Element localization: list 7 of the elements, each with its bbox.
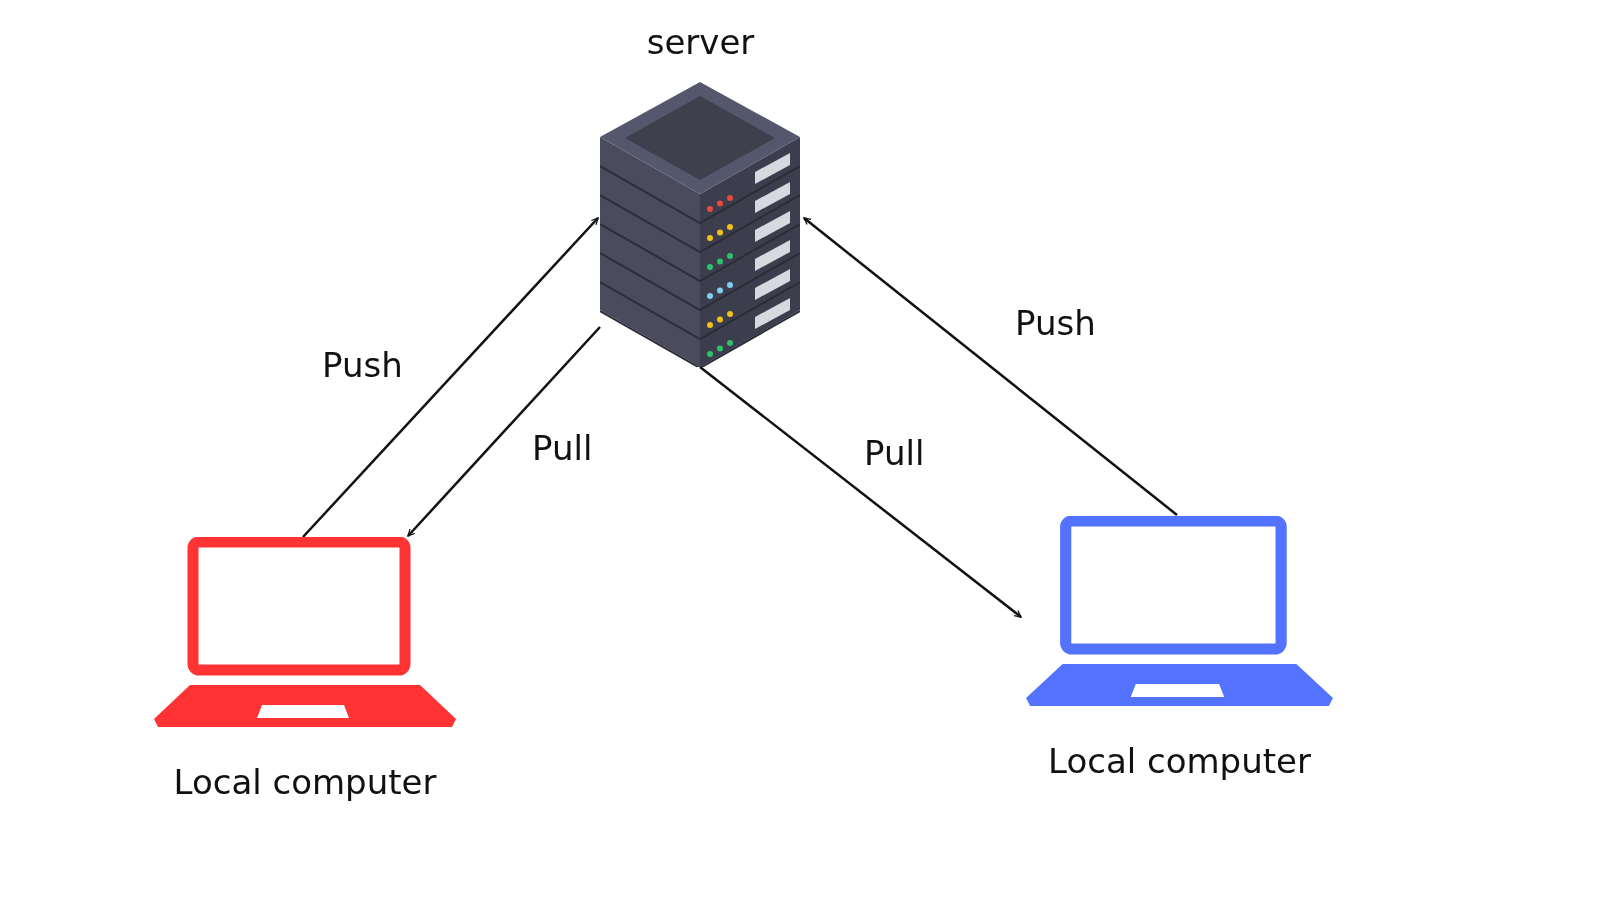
- arrow: [302, 217, 599, 538]
- node-label: server: [645, 22, 756, 62]
- arrow: [407, 326, 601, 537]
- node-label: Local computer: [1047, 741, 1312, 781]
- arrow: [803, 217, 1178, 516]
- arrow: [699, 366, 1022, 618]
- node-label: Local computer: [172, 762, 438, 802]
